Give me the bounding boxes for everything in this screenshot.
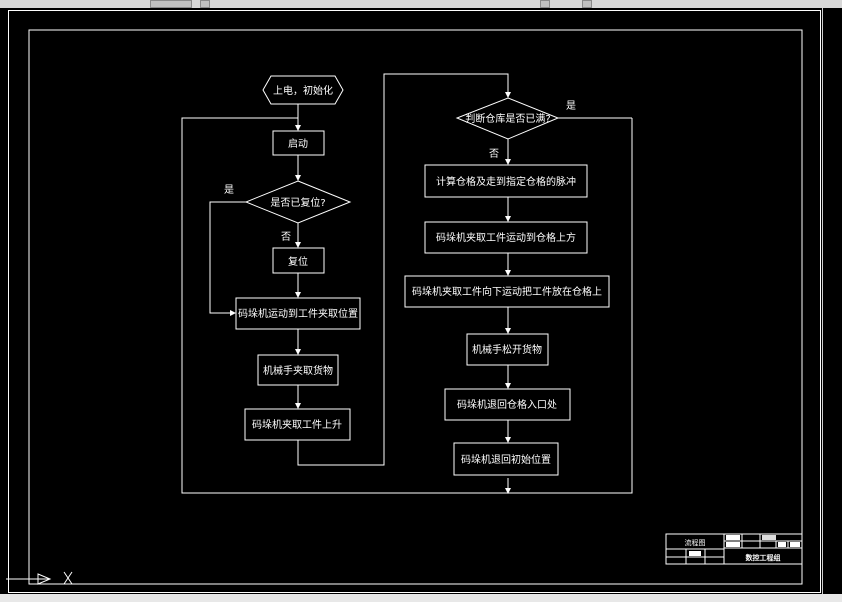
ucs-axis-icon [6,571,73,585]
command-line-strip [0,594,842,602]
vertical-scrollbar[interactable] [822,8,842,602]
top-toolbar-strip [0,0,842,8]
yes-branch-line [209,201,246,316]
drawing-name: 流程图 [685,538,706,547]
connector-line [297,73,511,466]
title-block-mark [778,542,786,547]
title-block-mark [689,551,701,556]
calc-label: 计算仓格及走到指定仓格的脉冲 [436,175,576,188]
title-block-mark [726,542,740,547]
move-above-label: 码垛机夹取工件运动到仓格上方 [436,231,576,244]
grab-label: 机械手夹取货物 [263,364,333,377]
drawing-border [28,29,803,585]
yes-label: 是 [566,100,576,112]
company-name: 数控工程组 [746,553,781,562]
back-entry-label: 码垛机退回仓格入口处 [457,398,557,411]
toolbar-tab[interactable] [200,0,210,8]
no-label: 否 [281,231,291,243]
toolbar-tab[interactable] [540,0,550,8]
place-label: 码垛机夹取工件向下运动把工件放在仓格上 [412,285,602,298]
loop-line [181,117,633,494]
move-to-pick-label: 码垛机运动到工件夹取位置 [238,307,358,320]
reset-decision-label: 是否已复位? [270,196,325,209]
place-box [404,275,610,308]
back-home-box [453,442,559,476]
no-label: 否 [489,148,499,160]
move-above-box [424,221,588,254]
lift-label: 码垛机夹取工件上升 [252,418,342,431]
drawing-sheet-outer-frame [8,10,821,593]
yes-label: 是 [224,184,234,196]
reset-label: 复位 [288,255,308,268]
title-block-mark [762,535,776,540]
start-btn-label: 启动 [288,137,308,150]
title-block-mark [726,535,740,540]
toolbar-tab[interactable] [150,0,192,8]
back-home-label: 码垛机退回初始位置 [461,453,551,466]
start-terminator [262,75,344,105]
toolbar-tab[interactable] [582,0,592,8]
calc-box [424,164,588,198]
release-label: 机械手松开货物 [472,343,542,356]
full-decision-label: 判断仓库是否已满? [465,112,550,125]
start-label: 上电，初始化 [273,84,333,97]
title-block-mark [790,542,800,547]
